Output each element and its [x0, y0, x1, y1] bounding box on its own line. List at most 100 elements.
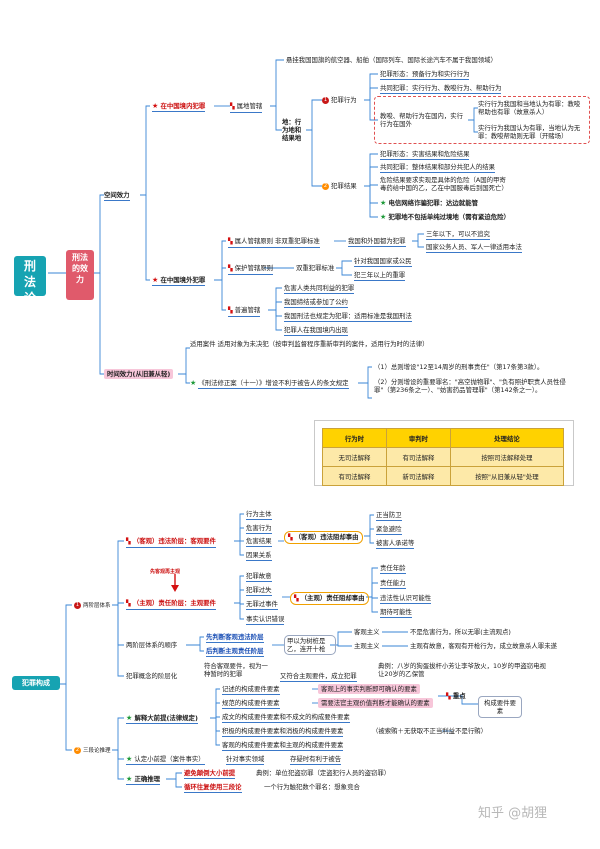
se-b: 责任能力: [380, 579, 406, 589]
number-badge-2: 2: [322, 182, 329, 190]
act-joint: 共同犯罪：实行行为、教唆行为、帮助行为: [380, 84, 502, 94]
res-telecom: ★ 电信网络诈骗犯罪：达边就能管: [380, 199, 478, 207]
se-d: 期待可能性: [380, 608, 412, 618]
elements-node: 构成要件要素: [478, 696, 522, 718]
sub-a: 犯罪故意: [246, 572, 272, 582]
node-sub-exempt: ▚ （主观）责任阻却事由: [290, 592, 369, 605]
flag-icon: ▚: [294, 595, 299, 602]
oe-c: 被害人承诺等: [376, 539, 415, 549]
order-a: 先判断客观违法阶层: [206, 633, 264, 643]
amend-node: ★ 《刑法修正案（十一）》增设不利于被告人的条文规定: [190, 379, 349, 389]
root-node-crime-constitution: 犯罪构成: [12, 676, 60, 690]
green-star-icon: ★: [126, 755, 133, 763]
table-header: 行为时: [322, 428, 387, 448]
node-order: 两阶层体系的顺序: [126, 641, 178, 649]
node-protect: ▚ 保护管辖原则: [228, 264, 274, 275]
table-cell: 无司法解释: [322, 447, 387, 467]
oe-b: 紧急避险: [376, 525, 402, 535]
arrow-icon: [171, 574, 179, 592]
judicial-interpretation-table: 行为时 审判时 处理结论 无司法解释 有司法解释 按照司法解释处理 有司法解释 …: [322, 428, 565, 486]
re-b-result: 一个行为触犯数个罪名：想象竞合: [264, 783, 360, 791]
order-obj: 客观主义: [354, 628, 380, 636]
table-row: 无司法解释 有司法解释 按照司法解释处理: [322, 447, 565, 467]
ma-d-result: （被索贿＋无获取不正当利益不是行贿）: [372, 727, 488, 735]
res-joint: 共同犯罪：整体结果和部分共犯人的结果: [380, 163, 496, 173]
sub-b: 犯罪过失: [246, 586, 272, 596]
node-minor-premise: ★ 认定小前提（案件事实）: [126, 755, 205, 765]
order-obj-result: 不是危害行为，所以无罪(主流观点): [410, 628, 511, 636]
table-row: 有司法解释 新司法解释 按照"从旧兼从轻"处理: [322, 466, 565, 486]
flag-icon: ▚: [126, 538, 131, 545]
act-note-b: 实行行为我国认为有罪，当地认为无罪：教唆帮助则无罪（开赌场）: [478, 124, 581, 140]
personal-a: 三年以下，可以不追究: [426, 230, 490, 240]
sub-c: 无罪过事件: [246, 600, 278, 610]
number-badge-2: 2: [74, 746, 81, 754]
green-star-icon: ★: [126, 775, 133, 783]
uni-d: 犯罪人在我国境内出现: [284, 326, 348, 336]
node-criminal-result: 2 犯罪结果: [322, 182, 357, 190]
table-cell: 有司法解释: [385, 447, 451, 467]
green-star-icon: ★: [380, 213, 387, 221]
number-badge-1: 1: [74, 601, 81, 609]
amend-item-2: （2）分则增设的重要罪名："高空抛物罪"、"负有照护职责人员性侵罪"（第236条…: [374, 378, 566, 394]
node-territorial: ▚ 属地管辖: [230, 102, 263, 113]
re-a: 避免颠倒大小前提: [184, 769, 236, 779]
ma-e: 客观的构成要件要素和主观的构成要件要素: [222, 741, 344, 751]
node-reasoning: ★ 正确推理: [126, 775, 161, 785]
act-note: 教唆、帮助行为在国内，实行行为在国外: [380, 112, 464, 128]
mi-a: 针对事实领域: [226, 755, 265, 765]
star-icon: ★: [152, 102, 159, 110]
node-subjective: ▚ （主观）责任阶层：主观要件: [126, 599, 216, 610]
obj-b: 危害行为: [246, 524, 272, 534]
table-header-row: 行为时 审判时 处理结论: [322, 428, 565, 448]
order-sub-result: 主观有故意，客观有开枪行为，成立故意杀人罪未遂: [410, 642, 557, 650]
protect-a: 针对我国国家或公民: [354, 257, 412, 267]
node-foreign-crime: ★ 在中国境外犯罪: [152, 276, 206, 286]
uni-b: 我国缔结或参加了公约: [284, 298, 348, 308]
obj-a: 行为主体: [246, 510, 272, 520]
amend-item-1: （1）总则增设"12至14周岁的刑事责任"（第17条第3款）。: [374, 363, 544, 371]
act-note-a: 实行行为我国和当地认为有罪：教唆帮助也有罪（故意杀人）: [478, 100, 581, 116]
flag-icon: ▚: [230, 103, 235, 110]
node-major-premise: ★ 解释大前提(法律规定): [126, 714, 198, 724]
node-obj-exempt: ▚ （客观）违法阻却事由: [284, 531, 363, 544]
table-cell: 新司法解释: [385, 466, 451, 486]
star-icon: ★: [152, 276, 159, 284]
res-form: 犯罪形态：实害结果和危险结果: [380, 150, 470, 160]
order-mid: 甲以为树桩是乙，连开十枪: [284, 635, 336, 655]
se-c: 违法性认识可能性: [380, 594, 432, 604]
flag-icon: ▚: [446, 693, 451, 700]
res-danger: 危险结果要求实现是具体的危险（A国的甲寄毒药给中国的乙，乙在中国服毒后到国死亡）: [380, 176, 508, 192]
ma-d: 积极的构成要件要素和消极的构成要件要素: [222, 727, 344, 737]
number-badge-1: 1: [322, 96, 329, 104]
se-a: 责任年龄: [380, 564, 406, 574]
table-cell: 有司法解释: [322, 466, 387, 486]
ma-c: 成文的构成要件要素和不成文的构成要件要素: [222, 713, 350, 723]
re-a-result: 典例：单位犯盗窃罪（定盗犯行人员的盗窃罪）: [256, 769, 391, 777]
ma-b: 规范的构成要件要素: [222, 699, 280, 709]
table-header: 处理结论: [449, 428, 565, 448]
node-place: 地：行为地和结果地: [282, 118, 302, 142]
node-concept: 犯罪概念的阶层化: [126, 672, 178, 680]
ma-a: 记述的构成要件要素: [222, 685, 280, 695]
flag-icon: ▚: [228, 265, 233, 272]
flag-icon: ▚: [126, 600, 131, 607]
mi-b: 存疑时有利于被告: [290, 755, 342, 765]
concept-b: 又符合主观要件，成立犯罪: [280, 672, 357, 682]
node-domestic-crime: ★ 在中国境内犯罪: [152, 102, 206, 112]
concept-c: 典例：八岁的狗蛋拔杆小芳让李爷放火，10岁的甲盗窃电视让20岁的乙保管: [378, 662, 546, 678]
uni-c: 我国刑法也规定为犯罪：适用标准是我国刑法: [284, 312, 412, 322]
sub-d: 事实认识错误: [246, 615, 285, 625]
res-transit: ★ 犯罪地不包括单纯过境地（需有紧迫危险）: [380, 213, 510, 221]
node-three-level: 2 三段论推理: [74, 746, 111, 754]
concept-a: 符合客观要件，视为一种暂时的犯罪: [204, 662, 268, 678]
node-two-level: 1 两阶层体系: [74, 601, 111, 609]
act-form: 犯罪形态：预备行为和实行行为: [380, 70, 470, 80]
uni-a: 危害人类共同利益的犯罪: [284, 284, 355, 294]
node-universal: ▚ 普遍管辖: [228, 306, 261, 317]
watermark: 知乎 @胡狸: [478, 806, 548, 821]
protect-b: 犯三年以上的重罪: [354, 271, 406, 281]
node-objective: ▚ （客观）违法阶层：客观要件: [126, 537, 216, 548]
node-personal: ▚ 属人管辖原则 非双重犯罪标准: [228, 237, 320, 248]
